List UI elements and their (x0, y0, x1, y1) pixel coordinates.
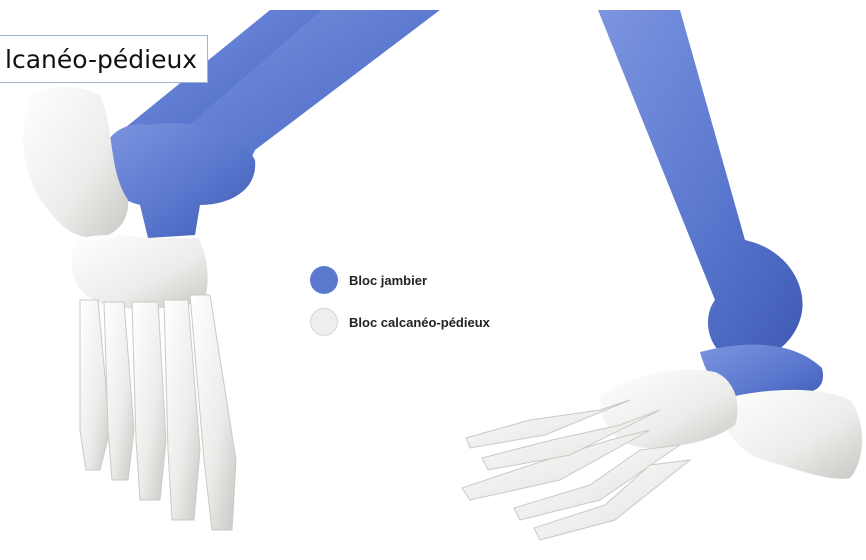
legend: Bloc jambier Bloc calcanéo-pédieux (310, 263, 490, 347)
legend-swatch-white (310, 308, 338, 336)
right-midfoot (600, 370, 738, 448)
title-label: lcanéo-pédieux (0, 35, 208, 83)
legend-item-bloc-calcaneo-pedieux: Bloc calcanéo-pédieux (310, 305, 490, 339)
legend-swatch-blue (310, 266, 338, 294)
right-foot (462, 10, 862, 540)
legend-label: Bloc jambier (349, 273, 427, 288)
left-calcaneus (23, 87, 128, 238)
right-tibia (598, 10, 803, 361)
legend-label: Bloc calcanéo-pédieux (349, 315, 490, 330)
left-tarsals (71, 235, 207, 309)
left-toes (80, 295, 236, 530)
legend-item-bloc-jambier: Bloc jambier (310, 263, 490, 297)
left-talus (102, 123, 255, 238)
right-calcaneus (720, 390, 862, 479)
